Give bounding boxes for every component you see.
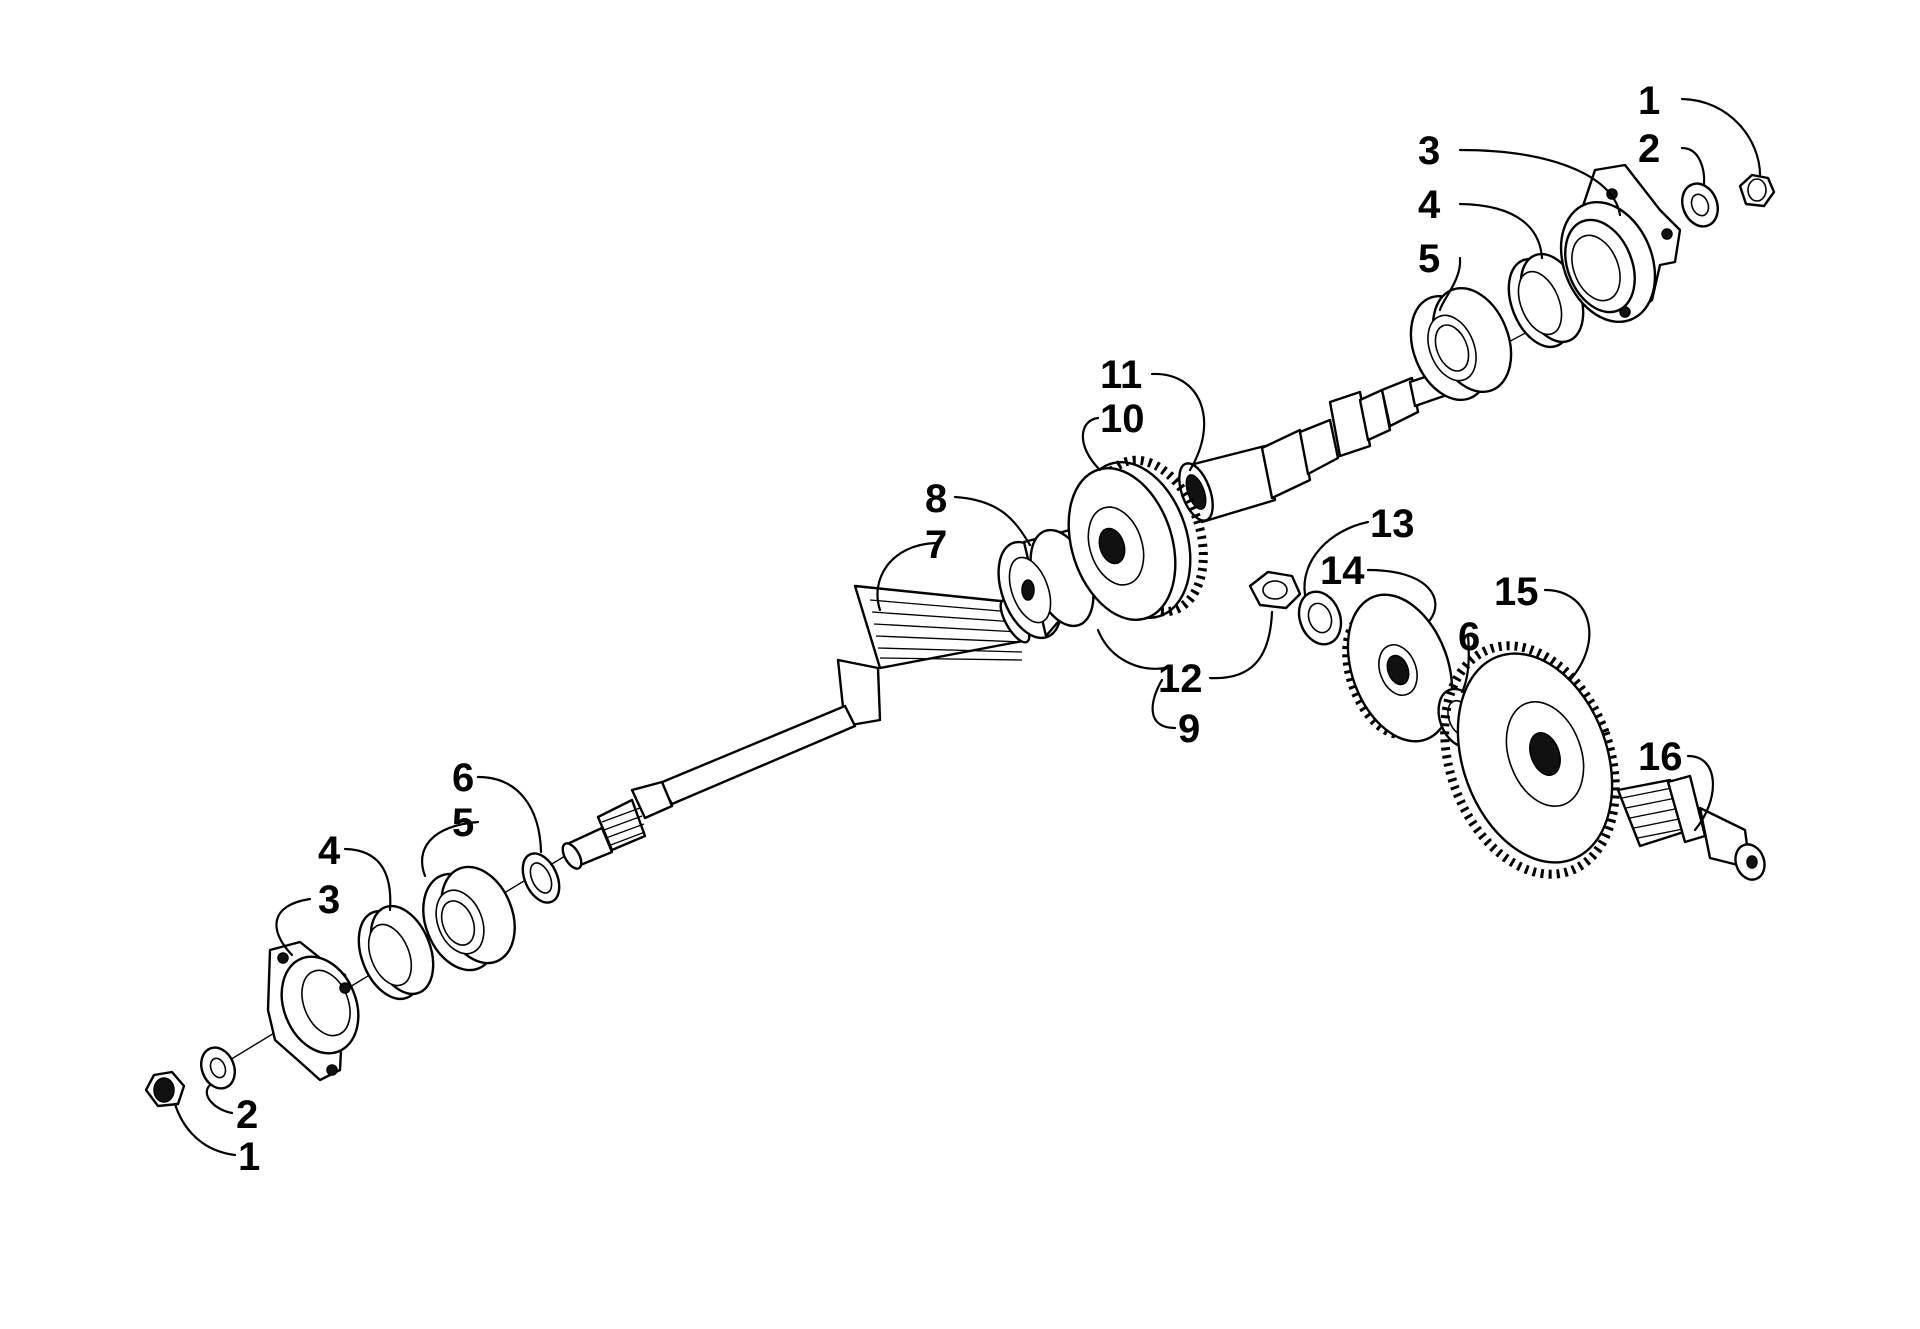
nut-12 [1248, 570, 1302, 610]
right-washer-2 [1681, 182, 1719, 228]
main-shaft [561, 584, 1031, 870]
leader-lines [173, 97, 1762, 1157]
callout-14: 14 [1320, 549, 1365, 593]
callout-15: 15 [1494, 570, 1539, 614]
right-nut-1 [1738, 173, 1776, 208]
callout-11: 11 [1100, 353, 1142, 397]
left-washer-6 [521, 852, 561, 904]
gear-14 [1342, 593, 1454, 743]
output-shaft [1178, 370, 1446, 524]
left-nut-1 [144, 1070, 186, 1108]
callout-2-left: 2 [236, 1093, 258, 1137]
callout-3-left: 3 [318, 878, 340, 922]
callout-9: 9 [1178, 707, 1200, 751]
callout-1-top: 1 [1638, 79, 1660, 123]
callout-8: 8 [925, 477, 947, 521]
callout-3-top: 3 [1418, 129, 1440, 173]
callout-labels: 1 2 3 4 5 11 10 8 7 13 14 15 6 12 9 16 6… [236, 79, 1683, 1179]
bevel-gear [1067, 455, 1208, 621]
callout-10: 10 [1100, 397, 1145, 441]
callout-13: 13 [1370, 502, 1415, 546]
callout-7: 7 [925, 523, 947, 567]
callout-12: 12 [1158, 657, 1203, 701]
countershaft-16 [1616, 774, 1766, 881]
roller-bearing [997, 528, 1095, 640]
left-hub-3 [266, 940, 360, 1082]
right-seal-4 [1507, 252, 1585, 349]
left-washer-2 [200, 1046, 236, 1090]
callout-4-top: 4 [1418, 183, 1441, 227]
callout-6-left: 6 [452, 756, 474, 800]
retaining-clip [1096, 628, 1167, 670]
callout-4-left: 4 [318, 829, 341, 873]
callout-1-left: 1 [238, 1135, 260, 1179]
left-seal-4 [357, 904, 435, 1001]
callout-16: 16 [1638, 735, 1683, 779]
left-bearing-5 [422, 865, 516, 972]
callout-2-top: 2 [1638, 127, 1660, 171]
spur-gear-15 [1440, 641, 1620, 879]
callout-5-top: 5 [1418, 237, 1440, 281]
washer-13 [1297, 590, 1343, 646]
callout-5-left: 5 [452, 801, 474, 845]
callout-6-right: 6 [1458, 615, 1480, 659]
right-hub-3 [1559, 163, 1682, 324]
right-bearing-5 [1409, 286, 1513, 402]
